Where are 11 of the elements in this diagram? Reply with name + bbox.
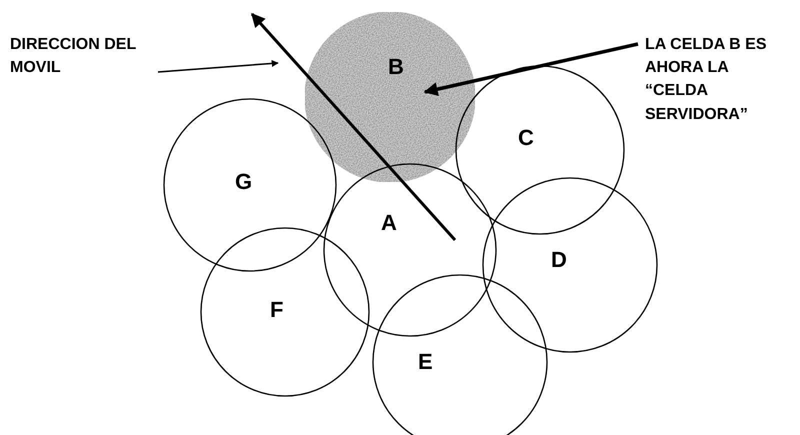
cell-label: F	[270, 299, 284, 321]
leader-line	[158, 60, 279, 73]
cell-label: E	[418, 351, 433, 373]
cell-label: D	[551, 249, 567, 271]
arrow	[424, 42, 638, 96]
cell-label: B	[388, 56, 404, 78]
cell-label: C	[518, 127, 534, 149]
cell-label: G	[235, 171, 252, 193]
cell-label: A	[381, 212, 397, 234]
callout-text: DIRECCION DEL MOVIL	[10, 35, 137, 78]
callout-text: LA CELDA B ES AHORA LA “CELDA SERVIDORA”	[645, 35, 768, 125]
